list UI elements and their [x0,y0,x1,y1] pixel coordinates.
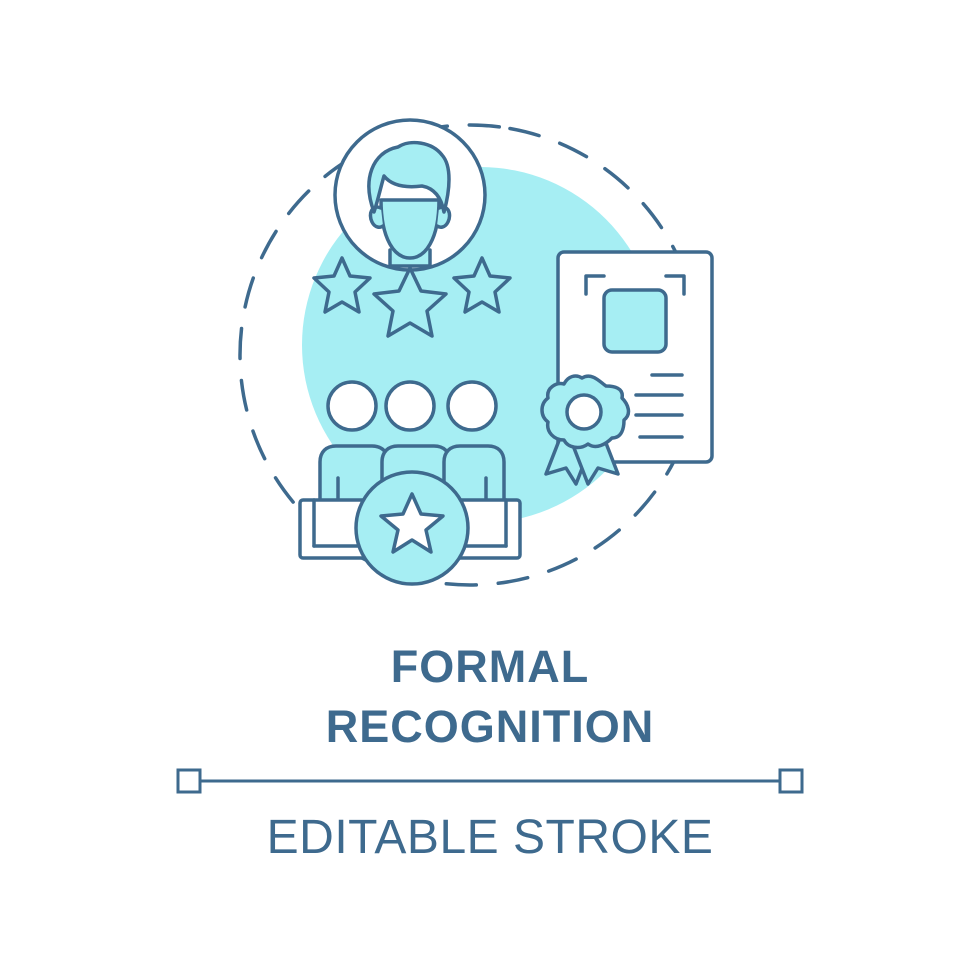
divider-left-handle [176,768,202,794]
dashed-outline-circle [238,123,702,587]
star-badge-icon [354,470,470,586]
rating-stars-icon [312,256,512,338]
title-line-2: RECOGNITION [325,701,655,752]
stroke-divider [170,764,810,798]
award-rosette-icon [540,374,631,486]
title-line-1: FORMAL [390,641,590,692]
person-avatar-icon [333,118,487,272]
subtitle: EDITABLE STROKE [266,811,714,864]
formal-recognition-icon: .s { fill: none; stroke: #3e6a8e; stroke… [238,118,714,587]
divider-right-handle [778,768,804,794]
